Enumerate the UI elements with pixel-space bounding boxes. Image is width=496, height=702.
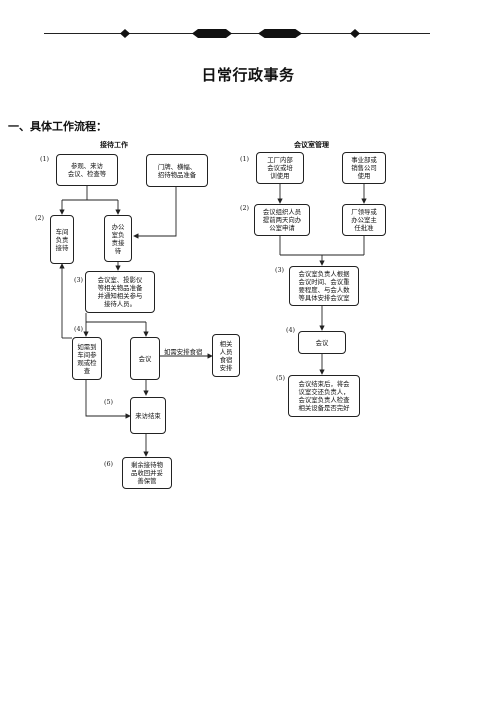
- workshop-reception-box: 车间 负责 接待: [50, 215, 74, 264]
- approval-box: 厂领导或 办公室主 任批准: [342, 204, 386, 236]
- meeting-room-prep-box: 会议室、投影仪 等相关物品准备 并通知相关参与 接待人员。: [85, 271, 155, 313]
- meeting-room-heading: 会议室管理: [294, 141, 329, 149]
- section-heading: 一、具体工作流程：: [8, 120, 107, 133]
- header-ornament-right: [350, 29, 360, 38]
- reception-step-1: (1): [40, 155, 50, 163]
- dining-staff-box: 相关 人员 食宿 安排: [212, 334, 240, 377]
- reception-step-4: (4): [74, 325, 84, 333]
- collect-items-box: 剩余接待物 品收回并妥 善保管: [122, 457, 172, 489]
- business-use-box: 事业部或 销售公司 使用: [342, 152, 386, 184]
- dining-note: 如需安排食宿: [164, 348, 203, 356]
- meeting-step-2: (2): [240, 204, 250, 212]
- signage-box: 门牌、横幅、 招待物品准备: [146, 154, 208, 187]
- organizer-request-box: 会议组织人员 提前两天向办 公室申请: [254, 204, 310, 236]
- visit-end-box: 来访结束: [130, 397, 166, 434]
- reception-step-2: (2): [35, 214, 45, 222]
- header-rule: [44, 33, 430, 34]
- meeting-step-1: (1): [240, 155, 250, 163]
- reception-heading: 接待工作: [100, 141, 128, 149]
- header-ornament-mid-left: [192, 29, 232, 38]
- reception-meeting-box: 会议: [130, 337, 160, 380]
- header-ornament-mid-right: [258, 29, 302, 38]
- reception-step-5: (5): [104, 398, 114, 406]
- meeting-room-meeting-box: 会议: [298, 331, 346, 354]
- office-reception-box: 办公 室负 责接 待: [104, 215, 132, 262]
- header-ornament-left: [120, 29, 130, 38]
- meeting-step-3: (3): [275, 266, 285, 274]
- document-title: 日常行政事务: [201, 66, 295, 84]
- internal-use-box: 工厂内部 会议或培 训使用: [256, 152, 304, 184]
- workshop-tour-box: 如需到 车间参 观或检 查: [72, 337, 102, 380]
- schedule-box: 会议室负责人根据 会议时间、会议重 要程度、与会人数 等具体安排会议室: [289, 266, 359, 306]
- reception-step-3: (3): [74, 276, 84, 284]
- meeting-step-5: (5): [276, 374, 286, 382]
- check-equipment-box: 会议结束后，将会 议室交还负责人， 会议室负责人检查 相关设备是否完好: [288, 375, 360, 417]
- meeting-step-4: (4): [286, 326, 296, 334]
- reception-step-6: (6): [104, 460, 114, 468]
- visit-box: 参观、来访 会议、检查等: [56, 154, 118, 186]
